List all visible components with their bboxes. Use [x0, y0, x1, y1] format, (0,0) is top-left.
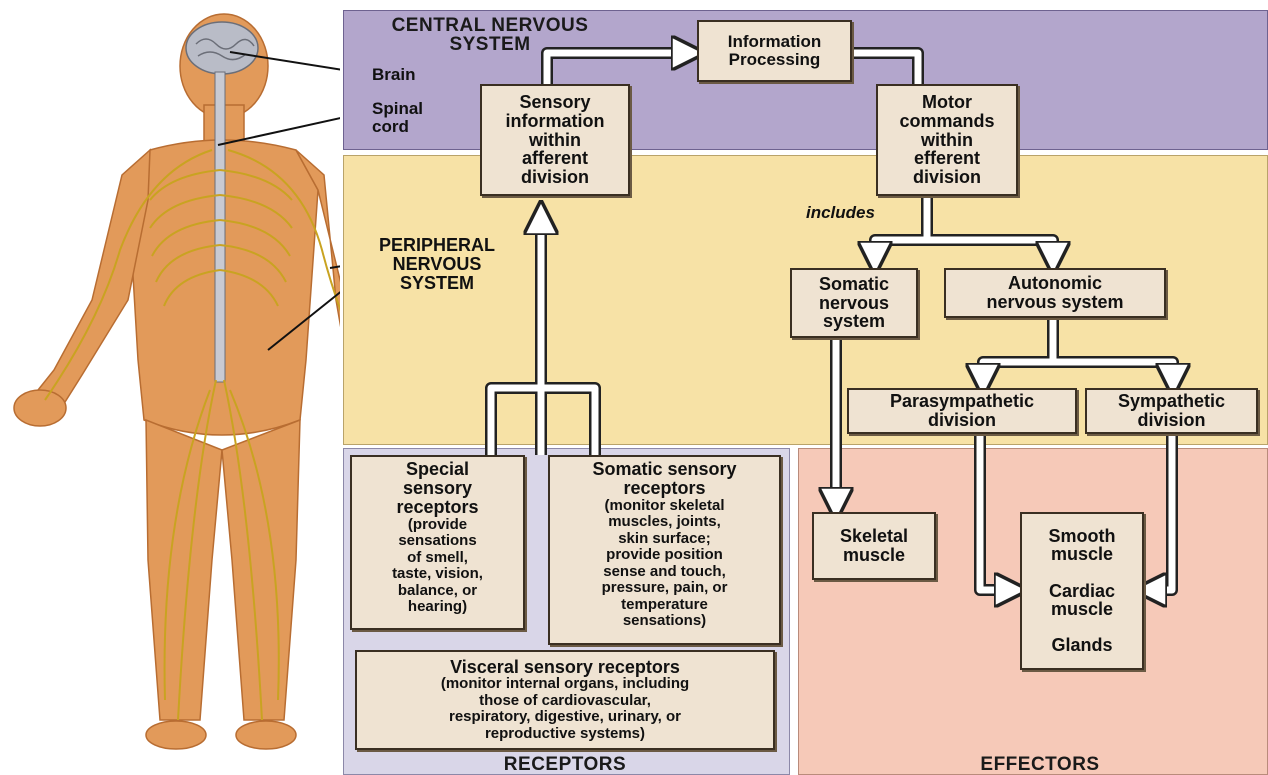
somatic-nervous-system-text: Somatic nervous system [819, 275, 889, 332]
special-sensory-receptors-desc: (provide sensations of smell, taste, vis… [392, 517, 483, 616]
autonomic-nervous-system-box: Autonomic nervous system [944, 268, 1166, 318]
information-processing-text: Information Processing [728, 33, 822, 69]
somatic-sensory-receptors-box: Somatic sensory receptors (monitor skele… [548, 455, 781, 645]
skeletal-muscle-box: Skeletal muscle [812, 512, 936, 580]
cardiac-muscle-text: Cardiac muscle [1049, 582, 1115, 620]
somatic-sensory-receptors-title: Somatic sensory receptors [592, 460, 736, 498]
special-sensory-receptors-title: Special sensory receptors [396, 460, 478, 517]
visceral-sensory-receptors-desc: (monitor internal organs, including thos… [441, 676, 689, 742]
glands-text: Glands [1051, 636, 1112, 655]
visceral-sensory-receptors-title: Visceral sensory receptors [450, 658, 680, 677]
sympathetic-division-text: Sympathetic division [1118, 392, 1225, 430]
smooth-cardiac-glands-box: Smooth muscle Cardiac muscle Glands [1020, 512, 1144, 670]
smooth-muscle-text: Smooth muscle [1049, 527, 1116, 565]
sensory-afferent-text: Sensory information within afferent divi… [506, 93, 605, 187]
autonomic-nervous-system-text: Autonomic nervous system [986, 274, 1123, 312]
motor-efferent-box: Motor commands within efferent division [876, 84, 1018, 196]
parasympathetic-division-text: Parasympathetic division [890, 392, 1034, 430]
sensory-afferent-box: Sensory information within afferent divi… [480, 84, 630, 196]
sympathetic-division-box: Sympathetic division [1085, 388, 1258, 434]
skeletal-muscle-text: Skeletal muscle [840, 527, 908, 565]
includes-label: includes [806, 204, 875, 222]
motor-efferent-text: Motor commands within efferent division [899, 93, 994, 187]
visceral-sensory-receptors-box: Visceral sensory receptors (monitor inte… [355, 650, 775, 750]
parasympathetic-division-box: Parasympathetic division [847, 388, 1077, 434]
somatic-sensory-receptors-desc: (monitor skeletal muscles, joints, skin … [602, 498, 728, 630]
information-processing-box: Information Processing [697, 20, 852, 82]
somatic-nervous-system-box: Somatic nervous system [790, 268, 918, 338]
special-sensory-receptors-box: Special sensory receptors (provide sensa… [350, 455, 525, 630]
